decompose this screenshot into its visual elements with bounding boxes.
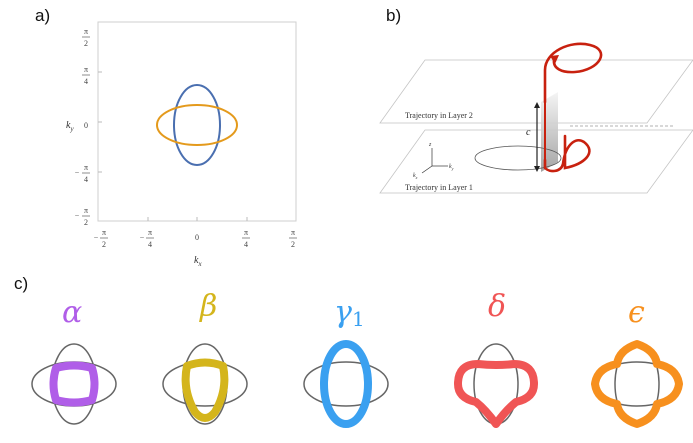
- y-tick-num: π: [84, 65, 88, 74]
- epsilon-orbit: [591, 340, 683, 428]
- y-tick-den: 4: [84, 175, 88, 184]
- tick-marks: [98, 71, 248, 221]
- x-tick-num: π: [148, 228, 152, 237]
- coordinate-axes: [421, 148, 448, 174]
- alpha-orbit: [49, 361, 99, 407]
- layer-2-label: Trajectory in Layer 2: [405, 111, 473, 120]
- y-tick-num: π: [84, 163, 88, 172]
- x-tick-num: π: [102, 228, 106, 237]
- orange-fermi-contour: [156, 104, 238, 146]
- beta-orbit: [181, 358, 229, 422]
- y-tick-sign: −: [75, 211, 80, 220]
- y-tick-den: 4: [84, 77, 88, 86]
- x-tick-den: 4: [244, 240, 248, 249]
- axis-ky-label: ky: [449, 164, 454, 171]
- blue-fermi-contour: [173, 84, 221, 166]
- label-alpha: α: [62, 295, 83, 330]
- y-tick-num: π: [84, 27, 88, 36]
- y-tick: − π 2: [75, 206, 90, 227]
- layer-1-circle: [474, 145, 562, 171]
- x-tick-den: 2: [291, 240, 295, 249]
- plot-frame: [97, 21, 297, 222]
- gamma-orbit-diagram: [303, 340, 389, 428]
- delta-orbit: [454, 360, 538, 428]
- layer-1-label: Trajectory in Layer 1: [405, 183, 473, 192]
- panel-label-b: b): [386, 6, 402, 25]
- label-delta: δ: [488, 289, 507, 324]
- axis-kx-label: kx: [413, 173, 418, 180]
- label-gamma-1: γ1: [334, 295, 365, 332]
- y-tick: π 2: [82, 27, 90, 48]
- x-tick-num: π: [291, 228, 295, 237]
- y-tick-labels: π 2 π 4 0 − π 4 − π 2: [75, 27, 90, 227]
- bilayer-trajectory-diagram: c Trajectory in Layer 2 Trajectory in La…: [379, 42, 693, 194]
- y-tick-sign: −: [75, 168, 80, 177]
- panel-label-c: c): [14, 274, 29, 293]
- axis-z-label: z: [428, 142, 432, 148]
- y-tick-den: 2: [84, 39, 88, 48]
- x-tick-sign: −: [140, 233, 145, 242]
- label-epsilon: ϵ: [628, 295, 645, 330]
- epsilon-orbit-diagram: [591, 340, 683, 428]
- x-tick: − π 4: [140, 228, 154, 249]
- y-tick-zero: 0: [84, 121, 88, 130]
- x-tick: π 4: [242, 228, 250, 249]
- x-tick-sign: −: [94, 233, 99, 242]
- interlayer-sheet: [541, 92, 558, 172]
- beta-orbit-diagram: [162, 343, 248, 425]
- y-tick: π 4: [82, 65, 90, 86]
- y-tick-num: π: [84, 206, 88, 215]
- gamma-subscript: 1: [351, 307, 365, 331]
- panel-label-a: a): [35, 6, 51, 25]
- x-tick: π 2: [289, 228, 297, 249]
- delta-orbit-diagram: [454, 343, 538, 428]
- trajectory-arrowhead: [550, 55, 559, 64]
- orbit-shapes: [31, 340, 683, 428]
- y-axis-label: ky: [66, 120, 74, 133]
- x-tick-num: π: [244, 228, 248, 237]
- separation-label: c: [526, 127, 531, 138]
- x-tick-labels: − π 2 − π 4 0 π 4 π 2: [94, 228, 297, 249]
- red-trajectory: [543, 42, 603, 173]
- x-tick-den: 4: [148, 240, 152, 249]
- gamma-orbit: [320, 340, 372, 428]
- alpha-orbit-diagram: [31, 343, 117, 425]
- x-tick: − π 2: [94, 228, 108, 249]
- fermi-surface-plot: π 2 π 4 0 − π 4 − π 2 ky − π: [66, 21, 297, 267]
- y-tick: − π 4: [75, 163, 90, 184]
- layer-2-plane: [379, 59, 693, 124]
- y-tick-den: 2: [84, 218, 88, 227]
- x-axis-label: kx: [194, 255, 202, 267]
- label-beta: β: [200, 289, 218, 324]
- x-tick-zero: 0: [195, 233, 199, 242]
- x-tick-den: 2: [102, 240, 106, 249]
